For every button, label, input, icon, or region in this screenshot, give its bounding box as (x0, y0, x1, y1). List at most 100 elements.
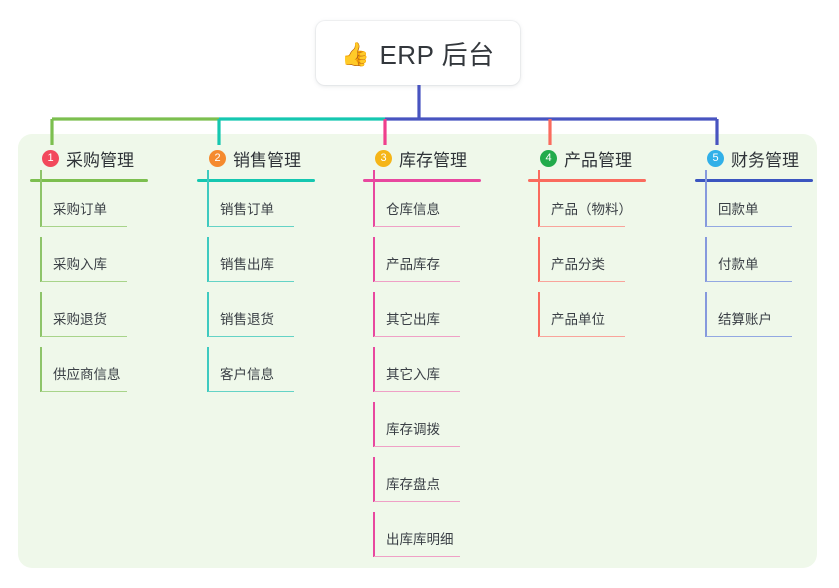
branch-item[interactable]: 产品分类 (528, 237, 646, 292)
branch-underline (30, 179, 148, 182)
branch-number-badge: 1 (42, 149, 59, 167)
branch-item-underline (374, 225, 460, 227)
branch-number-badge: 5 (707, 149, 724, 167)
branch-item[interactable]: 付款单 (695, 237, 813, 292)
branch-item[interactable]: 采购订单 (30, 170, 148, 237)
branch-column-1: 1 采购管理采购订单采购入库采购退货供应商信息 (30, 146, 148, 402)
branch-underline (528, 179, 646, 182)
branch-item[interactable]: 销售出库 (197, 237, 315, 292)
branch-item-underline (41, 390, 127, 392)
branch-item-stem (40, 237, 42, 282)
branch-item-label: 回款单 (718, 202, 759, 217)
branch-item[interactable]: 出库库明细 (363, 512, 481, 567)
branch-item-underline (374, 555, 460, 557)
branch-item-label: 销售退货 (220, 312, 274, 327)
root-node-title: ERP 后台 (379, 39, 495, 70)
branch-title: 财务管理 (731, 150, 799, 170)
branch-item-label: 销售出库 (220, 257, 274, 272)
branch-item-label: 其它入库 (386, 367, 440, 382)
diagram-panel (18, 134, 817, 568)
branch-item-label: 产品库存 (386, 257, 440, 272)
branch-item-label: 产品分类 (551, 257, 605, 272)
branch-item-underline (374, 445, 460, 447)
branch-item-stem (705, 170, 707, 227)
branch-title: 销售管理 (233, 150, 301, 170)
branch-item-underline (208, 225, 294, 227)
branch-header-3[interactable]: 3 库存管理 (363, 146, 481, 170)
branch-item-stem (40, 292, 42, 337)
branch-title: 采购管理 (66, 150, 134, 170)
branch-item[interactable]: 销售订单 (197, 170, 315, 237)
branch-title: 库存管理 (399, 150, 467, 170)
branch-item[interactable]: 其它出库 (363, 292, 481, 347)
branch-item-label: 结算账户 (718, 312, 772, 327)
branch-item-stem (40, 170, 42, 227)
branch-header-2[interactable]: 2 销售管理 (197, 146, 315, 170)
branch-item[interactable]: 其它入库 (363, 347, 481, 402)
branch-header-1[interactable]: 1 采购管理 (30, 146, 148, 170)
branch-item[interactable]: 库存调拨 (363, 402, 481, 457)
branch-item-underline (374, 280, 460, 282)
branch-item-underline (539, 335, 625, 337)
branch-item[interactable]: 仓库信息 (363, 170, 481, 237)
branch-item-label: 产品单位 (551, 312, 605, 327)
branch-item-stem (373, 402, 375, 447)
branch-item[interactable]: 采购入库 (30, 237, 148, 292)
branch-item[interactable]: 回款单 (695, 170, 813, 237)
branch-item-stem (373, 457, 375, 502)
branch-item[interactable]: 库存盘点 (363, 457, 481, 512)
branch-item-label: 库存调拨 (386, 422, 440, 437)
branch-item[interactable]: 客户信息 (197, 347, 315, 402)
branch-underline (363, 179, 481, 182)
branch-item[interactable]: 供应商信息 (30, 347, 148, 402)
branch-item[interactable]: 采购退货 (30, 292, 148, 347)
branch-item-stem (373, 170, 375, 227)
branch-item-underline (41, 280, 127, 282)
branch-item-label: 付款单 (718, 257, 759, 272)
branch-item-label: 销售订单 (220, 202, 274, 217)
branch-column-5: 5 财务管理回款单付款单结算账户 (695, 146, 813, 347)
branch-item[interactable]: 产品库存 (363, 237, 481, 292)
branch-underline (197, 179, 315, 182)
branch-item-underline (41, 335, 127, 337)
branch-number-badge: 2 (209, 149, 226, 167)
branch-item-underline (706, 280, 792, 282)
branch-item-stem (705, 237, 707, 282)
branch-item-stem (207, 170, 209, 227)
branch-item[interactable]: 销售退货 (197, 292, 315, 347)
branch-item-label: 供应商信息 (53, 367, 121, 382)
branch-item-list: 采购订单采购入库采购退货供应商信息 (30, 170, 148, 402)
branch-item-label: 其它出库 (386, 312, 440, 327)
branch-item-underline (208, 390, 294, 392)
branch-item-label: 仓库信息 (386, 202, 440, 217)
branch-title: 产品管理 (564, 150, 632, 170)
branch-item-list: 回款单付款单结算账户 (695, 170, 813, 347)
branch-number-badge: 3 (375, 149, 392, 167)
branch-item-stem (373, 512, 375, 557)
thumbs-up-icon: 👍 (341, 40, 371, 67)
branch-item-stem (373, 237, 375, 282)
branch-item[interactable]: 产品单位 (528, 292, 646, 347)
branch-item[interactable]: 结算账户 (695, 292, 813, 347)
branch-item-stem (40, 347, 42, 392)
branch-item-stem (373, 347, 375, 392)
branch-item-underline (374, 335, 460, 337)
root-node-label: 👍 ERP 后台 (341, 35, 494, 72)
branch-item-label: 库存盘点 (386, 477, 440, 492)
root-node[interactable]: 👍 ERP 后台 (316, 21, 520, 85)
branch-item-underline (208, 335, 294, 337)
branch-item-underline (41, 225, 127, 227)
branch-column-3: 3 库存管理仓库信息产品库存其它出库其它入库库存调拨库存盘点出库库明细 (363, 146, 481, 567)
branch-item[interactable]: 产品（物料） (528, 170, 646, 237)
branch-item-stem (538, 170, 540, 227)
branch-header-5[interactable]: 5 财务管理 (695, 146, 813, 170)
branch-item-label: 采购订单 (53, 202, 107, 217)
branch-underline (695, 179, 813, 182)
branch-item-underline (539, 225, 625, 227)
branch-item-label: 采购入库 (53, 257, 107, 272)
branch-item-list: 产品（物料） 产品分类产品单位 (528, 170, 646, 347)
branch-item-stem (705, 292, 707, 337)
